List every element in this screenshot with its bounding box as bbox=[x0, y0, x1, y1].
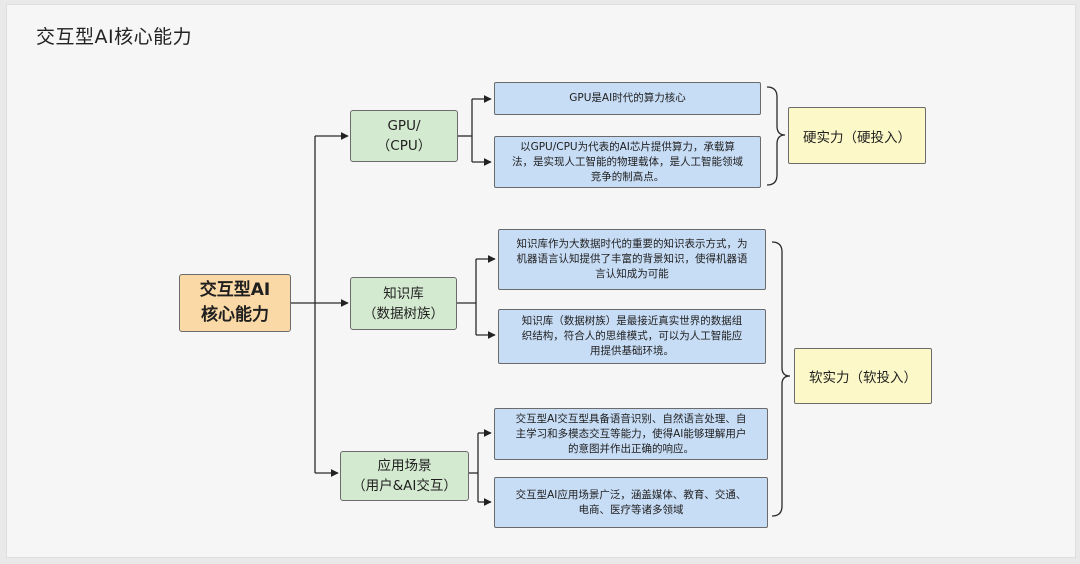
branch-gpu: GPU/ （CPU） bbox=[350, 110, 458, 162]
leaf-app-2: 交互型AI应用场景广泛，涵盖媒体、教育、交通、 电商、医疗等诸多领域 bbox=[494, 477, 768, 528]
leaf-text-line: 言认知成为可能 bbox=[595, 268, 669, 280]
root-label-line1: 交互型AI bbox=[199, 280, 271, 300]
branch-gpu-label-line2: （CPU） bbox=[376, 138, 432, 154]
leaf-gpu-2: 以GPU/CPU为代表的AI芯片提供算力，承载算 法，是实现人工智能的物理载体，… bbox=[494, 136, 761, 188]
leaf-text-line: 的意图并作出正确的响应。 bbox=[568, 442, 694, 455]
leaf-text-line: 用提供基础环境。 bbox=[590, 345, 674, 357]
brace-soft bbox=[771, 241, 791, 517]
leaf-text-line: 法，是实现人工智能的物理载体，是人工智能领域 bbox=[512, 155, 743, 168]
leaf-gpu-1: GPU是AI时代的算力核心 bbox=[494, 82, 761, 115]
branch-kb-label-line1: 知识库 bbox=[383, 285, 424, 302]
leaf-text-line: 以GPU/CPU为代表的AI芯片提供算力，承载算 bbox=[520, 140, 735, 153]
root-label-line2: 核心能力 bbox=[201, 305, 269, 325]
summary-hard-label: 硬实力（硬投入） bbox=[803, 129, 911, 146]
branch-knowledge-base: 知识库 （数据树族） bbox=[350, 277, 457, 330]
summary-soft-power: 软实力（软投入） bbox=[794, 348, 932, 404]
leaf-text-line: 织结构，符合人的思维模式，可以为人工智能应 bbox=[521, 330, 743, 342]
leaf-text-line: GPU是AI时代的算力核心 bbox=[569, 92, 686, 104]
branch-app-label-line2: （用户&AI交互） bbox=[352, 478, 457, 494]
leaf-text-line: 电商、医疗等诸多领域 bbox=[578, 503, 684, 516]
leaf-app-1: 交互型AI交互型具备语音识别、自然语言处理、自 主学习和多模态交互等能力，使得A… bbox=[494, 408, 768, 460]
leaf-text-line: 主学习和多模态交互等能力，使得AI能够理解用户 bbox=[515, 427, 747, 440]
branch-app-label-line1: 应用场景 bbox=[377, 458, 432, 474]
leaf-kb-2: 知识库（数据树族）是最接近真实世界的数据组 织结构，符合人的思维模式，可以为人工… bbox=[498, 309, 766, 364]
leaf-text-line: 竞争的制高点。 bbox=[590, 170, 665, 183]
page-title: 交互型AI核心能力 bbox=[36, 26, 193, 48]
root-node: 交互型AI 核心能力 bbox=[179, 274, 291, 332]
branch-kb-label-line2: （数据树族） bbox=[363, 305, 444, 322]
branch-gpu-label-line1: GPU/ bbox=[387, 118, 421, 134]
leaf-kb-1: 知识库作为大数据时代的重要的知识表示方式，为 机器语言认知提供了丰富的背景知识，… bbox=[498, 229, 766, 290]
summary-soft-label: 软实力（软投入） bbox=[809, 370, 917, 386]
leaf-text-line: 知识库作为大数据时代的重要的知识表示方式，为 bbox=[516, 238, 748, 250]
summary-hard-power: 硬实力（硬投入） bbox=[788, 107, 926, 164]
leaf-text-line: 交互型AI应用场景广泛，涵盖媒体、教育、交通、 bbox=[515, 488, 747, 501]
brace-hard bbox=[766, 86, 786, 186]
leaf-text-line: 知识库（数据树族）是最接近真实世界的数据组 bbox=[521, 315, 743, 327]
leaf-text-line: 交互型AI交互型具备语音识别、自然语言处理、自 bbox=[515, 412, 747, 425]
leaf-text-line: 机器语言认知提供了丰富的背景知识，使得机器语 bbox=[516, 253, 748, 265]
branch-application-scenarios: 应用场景 （用户&AI交互） bbox=[340, 451, 469, 501]
